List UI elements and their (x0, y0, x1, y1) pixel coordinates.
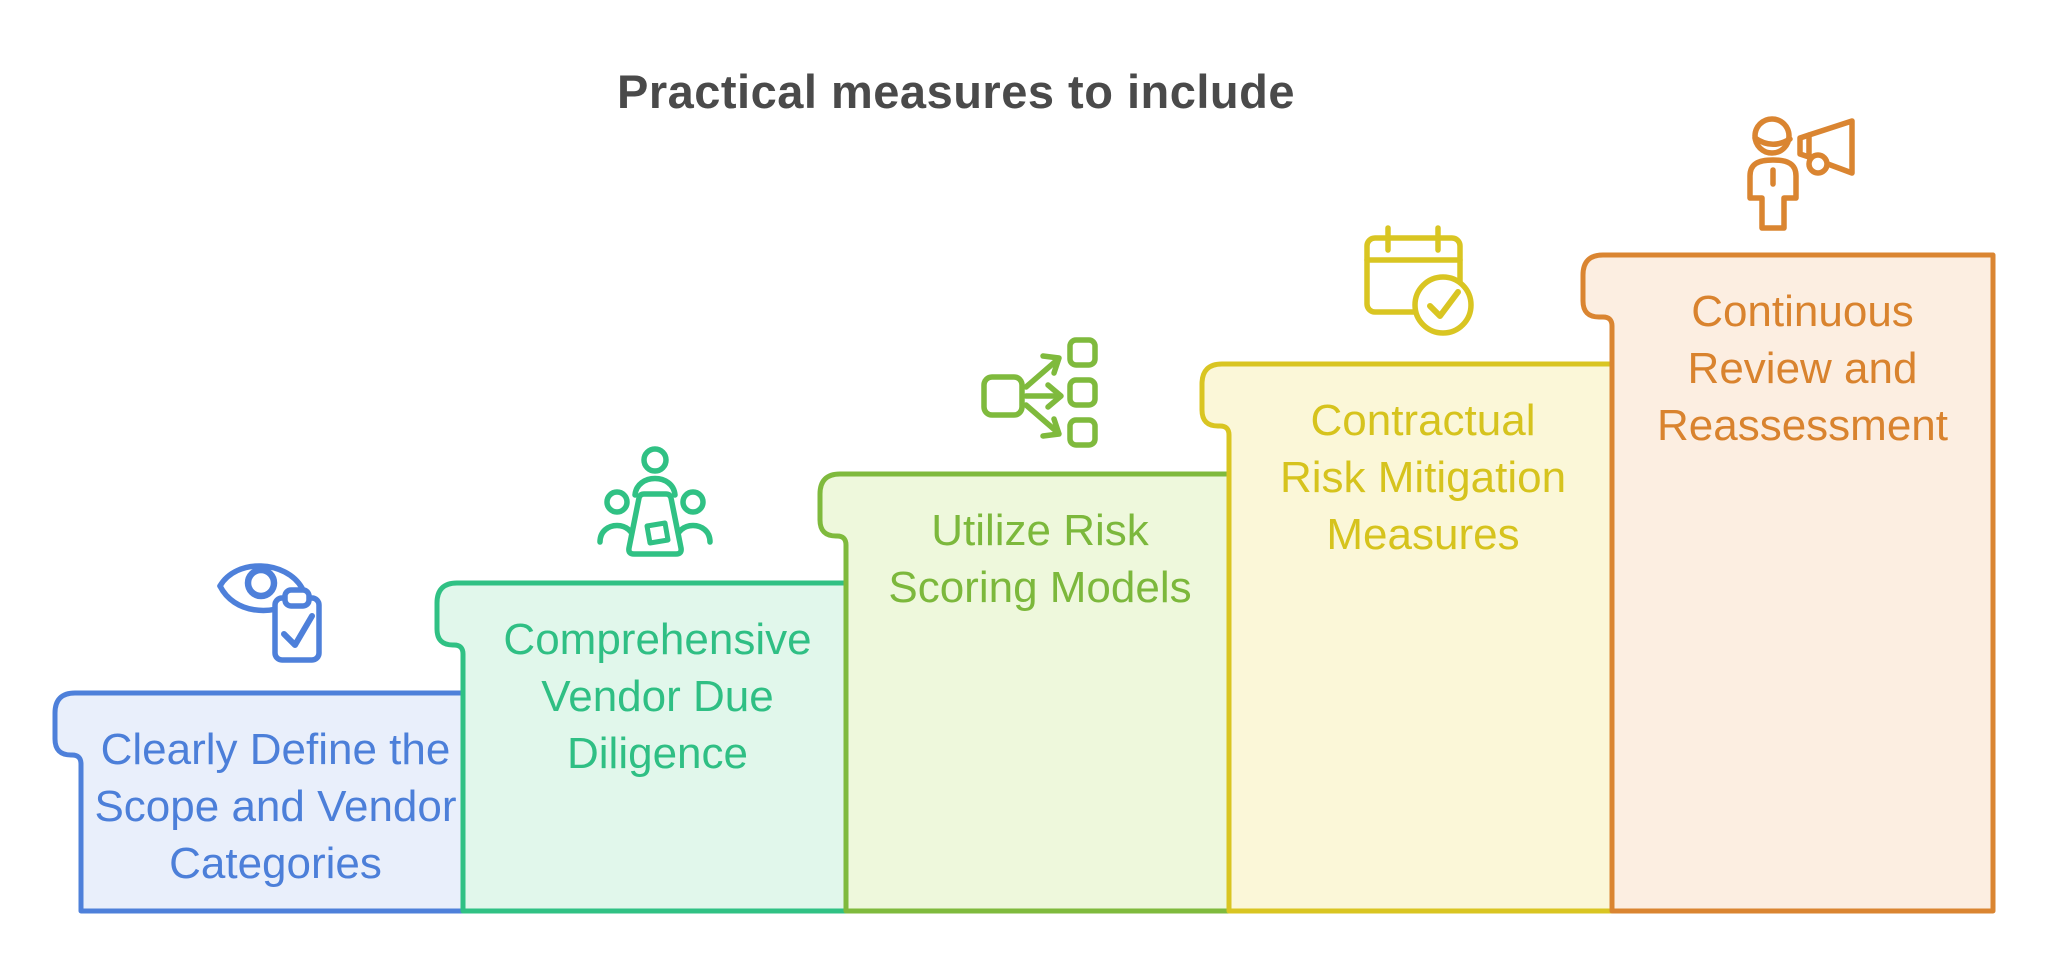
page-title: Practical measures to include (616, 65, 1295, 118)
step-shape-contractual-risk-mitigation (1199, 361, 1620, 914)
person-torso (1747, 157, 1799, 231)
branching-flow-icon (981, 337, 1098, 448)
calendar-check-icon (1364, 225, 1474, 336)
step-shape-continuous-review (1580, 252, 1996, 914)
arrow-up-head (1040, 353, 1062, 376)
eye-pupil (244, 566, 278, 600)
step-shape-risk-scoring-models (817, 471, 1237, 914)
clipboard-clip (282, 587, 312, 609)
check-circle (1412, 274, 1474, 336)
eye-clipboard-icon (217, 563, 322, 663)
check-mark (1427, 289, 1461, 319)
announcer-megaphone-icon (1747, 116, 1855, 231)
right-person-head (680, 489, 706, 515)
eye-upper-lid (217, 563, 305, 591)
target-node-top (1067, 337, 1098, 368)
target-node-middle (1067, 377, 1098, 408)
top-person-head (641, 446, 669, 474)
step-shape-define-scope (52, 690, 473, 914)
clipboard-checkmark (281, 613, 315, 648)
arrow-mid-head (1045, 382, 1064, 410)
target-node-bottom (1067, 417, 1098, 448)
source-node (981, 374, 1025, 418)
table-pad (644, 520, 671, 546)
megaphone-knob (1806, 152, 1830, 176)
meeting-people-icon (597, 446, 713, 557)
step-shapes (52, 252, 1996, 914)
person-head (1752, 116, 1792, 156)
arrow-up-line (1023, 358, 1059, 390)
top-person-shoulders (632, 475, 678, 498)
left-person-head (604, 489, 630, 515)
person-cap-visor (1752, 135, 1793, 147)
arrow-down-line (1023, 402, 1059, 434)
step-shape-vendor-due-diligence (434, 580, 855, 914)
arrow-down-head (1040, 416, 1062, 439)
